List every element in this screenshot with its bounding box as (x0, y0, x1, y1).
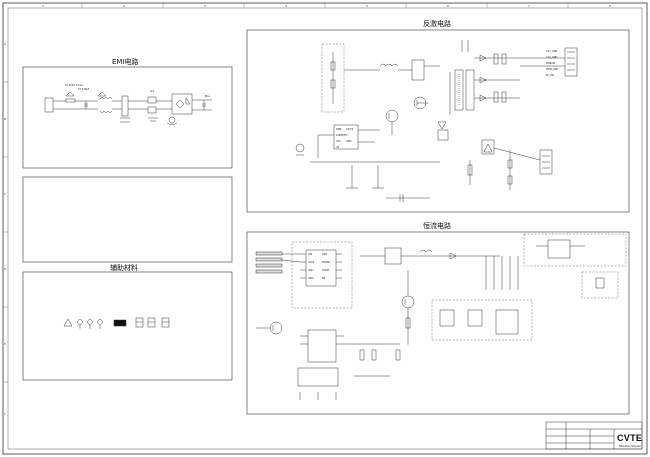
emi-section-title: EMI电路 (112, 58, 139, 66)
cc-ic-pin: GATE (308, 261, 315, 264)
cc-ic-pin: EN (322, 277, 326, 280)
row-marker: D (4, 267, 7, 271)
row-marker: F (4, 412, 6, 416)
aux-section-title: 辅助材料 (110, 264, 138, 272)
svg-text:F1 250V 3.15A: F1 250V 3.15A (65, 84, 83, 87)
col-marker: 5 (366, 4, 368, 8)
cc-ic-pin: VIN (308, 253, 312, 256)
connector-label: BL_ON (546, 74, 554, 77)
flyback-ic-pin: CS (336, 146, 340, 149)
flyback-circuit (295, 40, 578, 202)
col-marker: 8 (609, 4, 611, 8)
connector-label: PWRON (546, 62, 555, 65)
title-block (545, 421, 643, 450)
cc-ic-pin: CSN (322, 253, 327, 256)
svg-text:LF1: LF1 (150, 90, 155, 93)
constant-current-circuit (255, 233, 627, 400)
row-marker: B (4, 117, 6, 121)
blank-panel (22, 176, 233, 263)
aux-parts (63, 317, 170, 329)
row-marker: E (4, 342, 6, 346)
col-marker: 6 (447, 4, 449, 8)
constant-current-section-title: 恒流电路 (423, 222, 451, 230)
connector-label: 12V_GND (546, 56, 558, 59)
brand-subtitle: Shenzhen Shiyuan (619, 445, 641, 448)
col-marker: 7 (528, 4, 530, 8)
flyback-section-title: 反激电路 (423, 20, 451, 28)
flyback-ic-pin: CS/TZ (346, 128, 353, 131)
cc-ic-pin: GND (308, 277, 314, 280)
emi-circuit (44, 91, 212, 125)
constant-current-panel (246, 231, 630, 415)
flyback-ic-pin: GND (346, 140, 352, 143)
flyback-ic-pin: COMP/FLT (336, 134, 348, 137)
connector-label: 12V_GND (546, 50, 558, 53)
cc-ic-pin: SENSE (322, 261, 330, 264)
emi-panel (22, 66, 233, 169)
flyback-panel (246, 29, 630, 213)
row-marker: A (4, 42, 7, 46)
col-marker: 1 (42, 4, 44, 8)
col-marker: 3 (204, 4, 206, 8)
cc-ic-pin: VDD (308, 269, 313, 272)
col-marker: 4 (285, 4, 287, 8)
aux-panel (22, 271, 233, 381)
connector-label: PWM_DIM (546, 68, 558, 71)
col-marker: 2 (123, 4, 125, 8)
flyback-ic-pin: VCC (336, 140, 341, 143)
flyback-ic-pin: DRN (336, 128, 342, 131)
svg-text:BD+: BD+ (205, 95, 210, 98)
row-markers: A B C D E F (4, 42, 7, 416)
row-marker: C (4, 192, 6, 196)
cc-ic-pin: COMP (322, 269, 330, 272)
brand-logo: CVTE (617, 433, 643, 443)
column-markers: 1 2 3 4 5 6 7 8 (42, 4, 611, 8)
svg-text:CY 470pF: CY 470pF (78, 88, 90, 91)
